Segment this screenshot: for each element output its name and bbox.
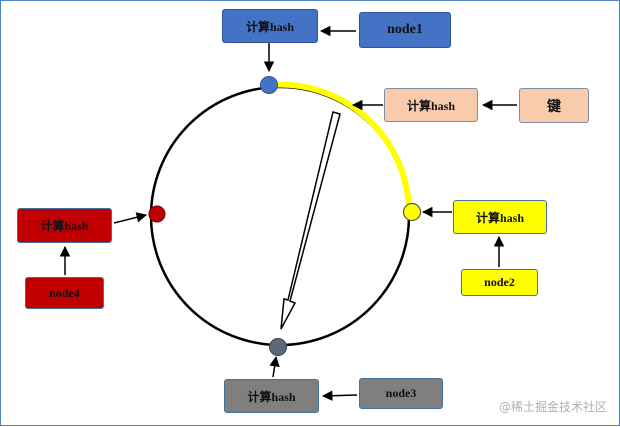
node4-hash-label: 计算hash [40, 219, 89, 233]
node1-box: node1 [359, 12, 451, 48]
key-label: 键 [547, 99, 561, 115]
node4-label: node4 [49, 285, 80, 300]
node1-point [260, 76, 278, 94]
node1-hash-label: 计算hash [245, 19, 295, 34]
key-to-node-arc [268, 81, 412, 212]
node4-point [148, 205, 166, 223]
node4-hash-box: 计算hash [17, 208, 112, 243]
arrow-hash-to-node4-point [113, 212, 148, 224]
hash-ring [149, 85, 411, 347]
node3-hash-box: 计算hash [224, 379, 319, 413]
node1-hash-box: 计算hash [222, 9, 318, 43]
watermark: @稀土掘金技术社区 [498, 400, 607, 414]
node2-point [402, 202, 422, 222]
arrow-node3-to-hash [321, 390, 358, 401]
node2-hash-box: 计算hash [453, 200, 547, 234]
node2-label: node2 [484, 275, 515, 289]
key-hash-box: 计算hash [384, 88, 478, 122]
key-hash-label: 计算hash [406, 98, 456, 113]
key-box: 键 [519, 88, 589, 123]
node3-label: node3 [385, 386, 417, 400]
node1-label: node1 [387, 22, 423, 37]
node2-box: node2 [461, 269, 538, 296]
node3-hash-label: 计算hash [247, 389, 296, 404]
node3-box: node3 [359, 378, 443, 409]
node2-hash-label: 计算hash [475, 210, 525, 225]
node3-point [269, 338, 287, 356]
arrow-hash-to-node3-point [269, 355, 280, 378]
node4-box: node4 [25, 277, 104, 309]
hollow-arrow [280, 111, 341, 330]
